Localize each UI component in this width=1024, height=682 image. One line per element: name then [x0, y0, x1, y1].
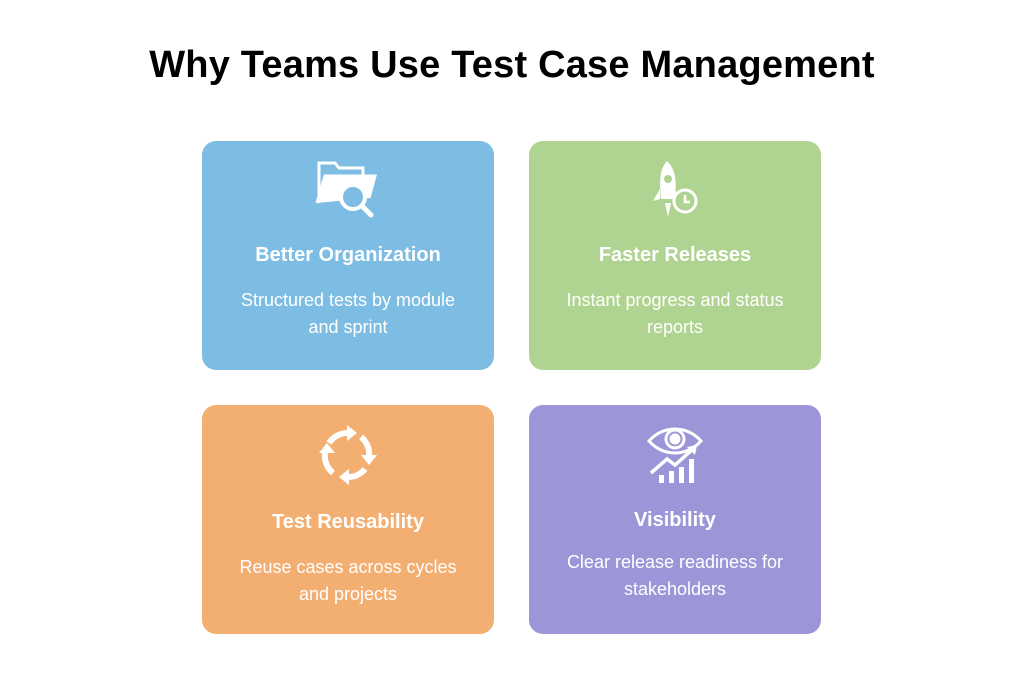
card-description: Instant progress and status reports — [566, 290, 784, 337]
card-title: Visibility — [634, 509, 716, 531]
card-description: Structured tests by module and sprint — [240, 290, 456, 337]
card-description: Reuse cases across cycles and projects — [239, 557, 457, 604]
card-test-reusability: Test Reusability Reuse cases across cycl… — [202, 405, 494, 634]
eye-chart-icon — [529, 423, 821, 483]
cycle-arrows-icon — [202, 423, 494, 485]
card-visibility: Visibility Clear release readiness for s… — [529, 405, 821, 634]
card-title: Faster Releases — [598, 244, 752, 266]
card-title: Better Organization — [255, 244, 441, 266]
folder-search-icon — [202, 159, 494, 219]
card-better-organization: Better Organization Structured tests by … — [202, 141, 494, 370]
card-faster-releases: Faster Releases Instant progress and sta… — [529, 141, 821, 370]
card-title: Test Reusability — [272, 511, 424, 533]
card-description: Clear release readiness for stakeholders — [566, 552, 784, 599]
page-title: Why Teams Use Test Case Management — [149, 44, 875, 86]
rocket-clock-icon — [529, 159, 821, 219]
